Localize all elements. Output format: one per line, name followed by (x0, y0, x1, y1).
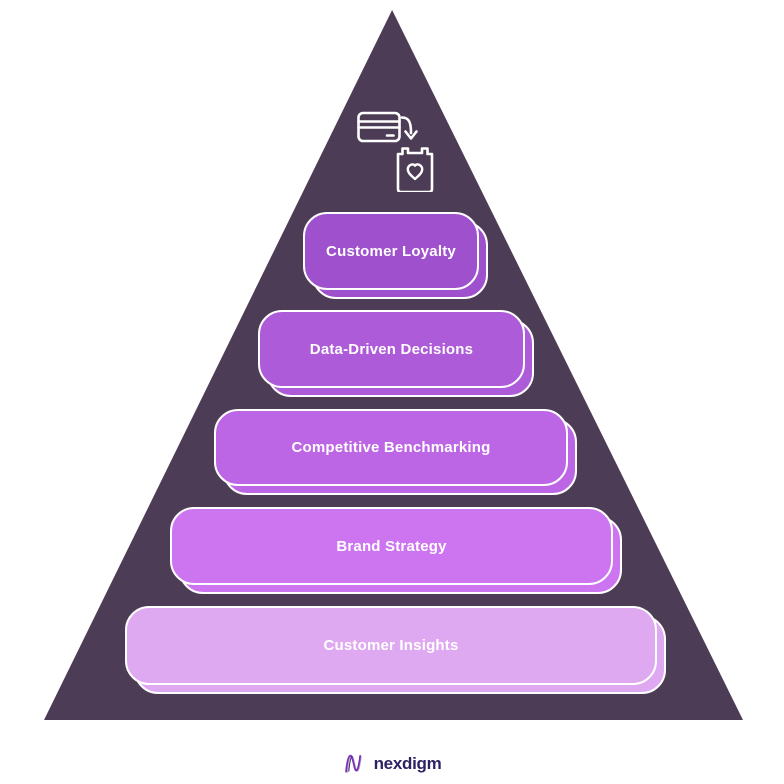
level-card: Customer Insights (125, 606, 657, 685)
loyalty-bag-icon (396, 147, 434, 194)
level-label: Brand Strategy (336, 537, 447, 555)
level-card: Customer Loyalty (303, 212, 479, 290)
level-card: Brand Strategy (170, 507, 613, 585)
level-label: Data-Driven Decisions (309, 340, 474, 358)
level-label: Customer Loyalty (326, 242, 456, 260)
pyramid-level-competitive-benchmarking: Competitive Benchmarking (214, 409, 577, 495)
pyramid-level-customer-loyalty: Customer Loyalty (303, 212, 488, 299)
pyramid-level-data-driven-decisions: Data-Driven Decisions (258, 310, 534, 397)
credit-card-icon (357, 111, 401, 143)
level-card: Data-Driven Decisions (258, 310, 525, 388)
credit-card-to-loyalty-bag-icon (351, 104, 439, 194)
nexdigm-mark-icon (344, 754, 362, 773)
level-card: Competitive Benchmarking (214, 409, 568, 486)
brand-logo: nexdigm (0, 751, 784, 777)
arrow-down-icon (400, 116, 418, 140)
level-label: Customer Insights (323, 637, 459, 654)
pyramid-level-customer-insights: Customer Insights (125, 606, 666, 694)
level-label: Competitive Benchmarking (291, 439, 491, 456)
pyramid-level-brand-strategy: Brand Strategy (170, 507, 622, 594)
brand-name: nexdigm (373, 754, 442, 773)
